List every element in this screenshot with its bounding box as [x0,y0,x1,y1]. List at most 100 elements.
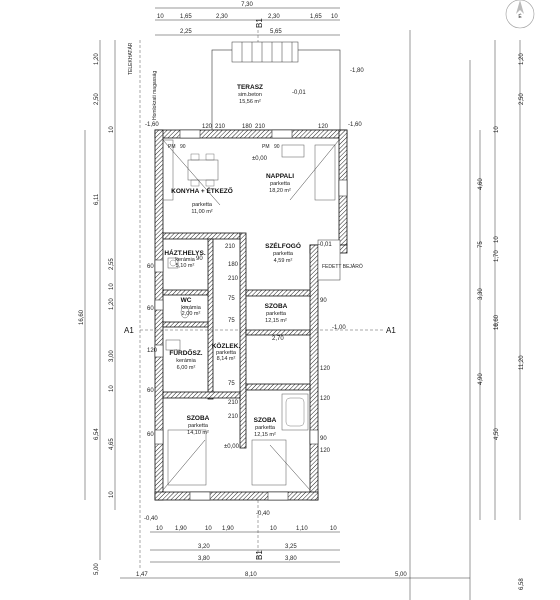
room-bathroom-name: FÜRDŐSZ. [169,348,202,357]
top-dim-5: 1,65 [310,14,322,20]
section-b1-bottom: B1 [255,550,264,560]
left-dim-total: 16,60 [79,309,85,325]
bottom-dim-3: 10 [205,526,212,532]
bottom-dim-row2-2: 3,25 [285,544,297,550]
right-dim-6: 75 [478,241,484,248]
inner-dim-18: 75 [228,381,235,387]
room-vestibule-name: SZÉLFOGÓ [265,241,301,250]
room-living-name: NAPPALI [266,173,294,180]
inner-dim-17: 210 [228,400,239,406]
room-bedroom-3-name: SZOBA [254,417,277,424]
left-dim-8: 3,00 [109,350,115,362]
left-dim-bottom: 5,00 [94,563,100,575]
room-bedroom-2-name: SZOBA [187,415,210,422]
room-utility-name: HÁZT.HELYS. [164,248,205,257]
covered-entrance-label: FEDETT BEJÁRÓ [322,263,363,270]
annotation-height: Homlokzati magasság [152,71,158,120]
left-dim-2: 2,50 [94,93,100,105]
room-kitchen-area: 11,00 m² [191,209,212,215]
bottom-dim-row3-1: 3,80 [198,556,210,562]
inner-dim-14: 120 [147,348,158,354]
top-dim-6: 10 [331,14,338,20]
left-dim-12: 10 [109,491,115,498]
room-living-sub: parketta [270,181,291,187]
inner-dim-2: 120 [202,124,213,130]
room-bedroom-1: SZOBA parketta 12,15 m² [265,303,288,324]
room-utility-area: 5,10 m² [176,263,195,269]
left-dim-1: 1,20 [94,53,100,65]
room-bedroom-2: SZOBA parketta 14,10 m² [187,415,210,436]
bottom-dim-1: 10 [156,526,163,532]
inner-dim-23: 90 [320,436,327,442]
room-bedroom-3: SZOBA parketta 12,15 m² ±0,00 [224,417,277,450]
top-dim-3: 2,30 [216,14,228,20]
roof-lines [162,139,340,491]
bottom-dim-7: 10 [330,526,337,532]
room-bedroom-3-area: 12,15 m² [254,432,276,438]
left-dim-4: 6,11 [94,193,100,205]
right-dim-8: 3,30 [478,288,484,300]
pm-label-4: 90 [274,144,280,150]
room-kitchen-name: KONYHA + ÉTKEZŐ [171,186,233,195]
section-b1-top: B1 [255,18,264,28]
top-dim-row2-1: 2,25 [180,29,192,35]
pm-label-2: 90 [180,144,186,150]
level-bedroom: ±0,00 [224,444,240,450]
left-dim-5: 2,55 [109,258,115,270]
inner-dim-3: 210 [255,124,266,130]
level-terrace: -1,80 [350,68,364,74]
room-wc-area: 2,00 m² [182,311,201,317]
room-corridor-area: 8,14 m² [217,356,236,362]
top-dim-1: 10 [157,14,164,20]
furniture [162,139,336,486]
inner-dim-1: 210 [215,124,226,130]
room-living: NAPPALI parketta 18,20 m² ±0,00 [252,156,294,194]
inner-dim-22: 120 [320,396,331,402]
windows [154,129,348,501]
right-dim-9: 10 [494,323,500,330]
left-dim-7: 1,20 [109,298,115,310]
top-dim-row2-2: 5,65 [270,29,282,35]
level-entrance: -0,01 [318,242,332,248]
room-wc-sub: kerámia [181,305,202,311]
pm-label-3: PM [262,144,270,150]
inner-dim-4: 120 [318,124,329,130]
room-bathroom-sub: kerámia [176,358,197,364]
room-terrace-name: TERASZ [237,84,263,91]
inner-dims: 210 120 210 120 210 180 90 60 180 210 75… [147,124,331,454]
room-bedroom-2-sub: parketta [188,423,209,429]
covered-entrance [317,239,341,281]
left-dim-6: 10 [109,283,115,290]
right-dim-12: 16,60 [494,314,500,330]
right-dim-3: 10 [494,126,500,133]
inner-dim-10: 210 [228,276,239,282]
room-wc: WC kerámia 2,00 m² [181,297,202,317]
level-bottom: -0,40 [256,511,270,517]
room-vestibule-sub: parketta [273,251,294,257]
level-a1: -1,00 [332,325,346,331]
compass-icon: É [505,0,535,29]
plot-boundary-label: TELEKHATÁR [127,42,134,75]
level-top-right: -1,60 [348,122,362,128]
bottom-dim-5: 10 [270,526,277,532]
right-dim-7: 1,70 [494,250,500,262]
top-dim-2: 1,65 [180,14,192,20]
left-dim-9: 10 [109,385,115,392]
right-dim-5: 10 [494,236,500,243]
room-living-area: 18,20 m² [269,188,291,194]
right-dim-13: 11,20 [519,355,525,370]
room-terrace-sub: sim.beton [238,92,262,98]
pm-labels: PM 90 PM 90 [168,144,280,150]
room-corridor-name: KÖZLEK. [212,341,241,350]
level-terrace-2: -0,01 [292,90,306,96]
bottom-dim-row2-1: 3,20 [198,544,210,550]
left-dim-10: 6,54 [94,428,100,440]
bottom-dim-2: 1,90 [175,526,187,532]
inner-dim-16: 2,70 [272,336,284,342]
right-dim-11: 4,50 [494,428,500,440]
room-terrace-area: 15,56 m² [239,99,261,105]
inner-dim-25: 120 [320,448,331,454]
stairs [231,41,299,63]
room-utility: HÁZT.HELYS. kerámia 5,10 m² [164,248,205,269]
